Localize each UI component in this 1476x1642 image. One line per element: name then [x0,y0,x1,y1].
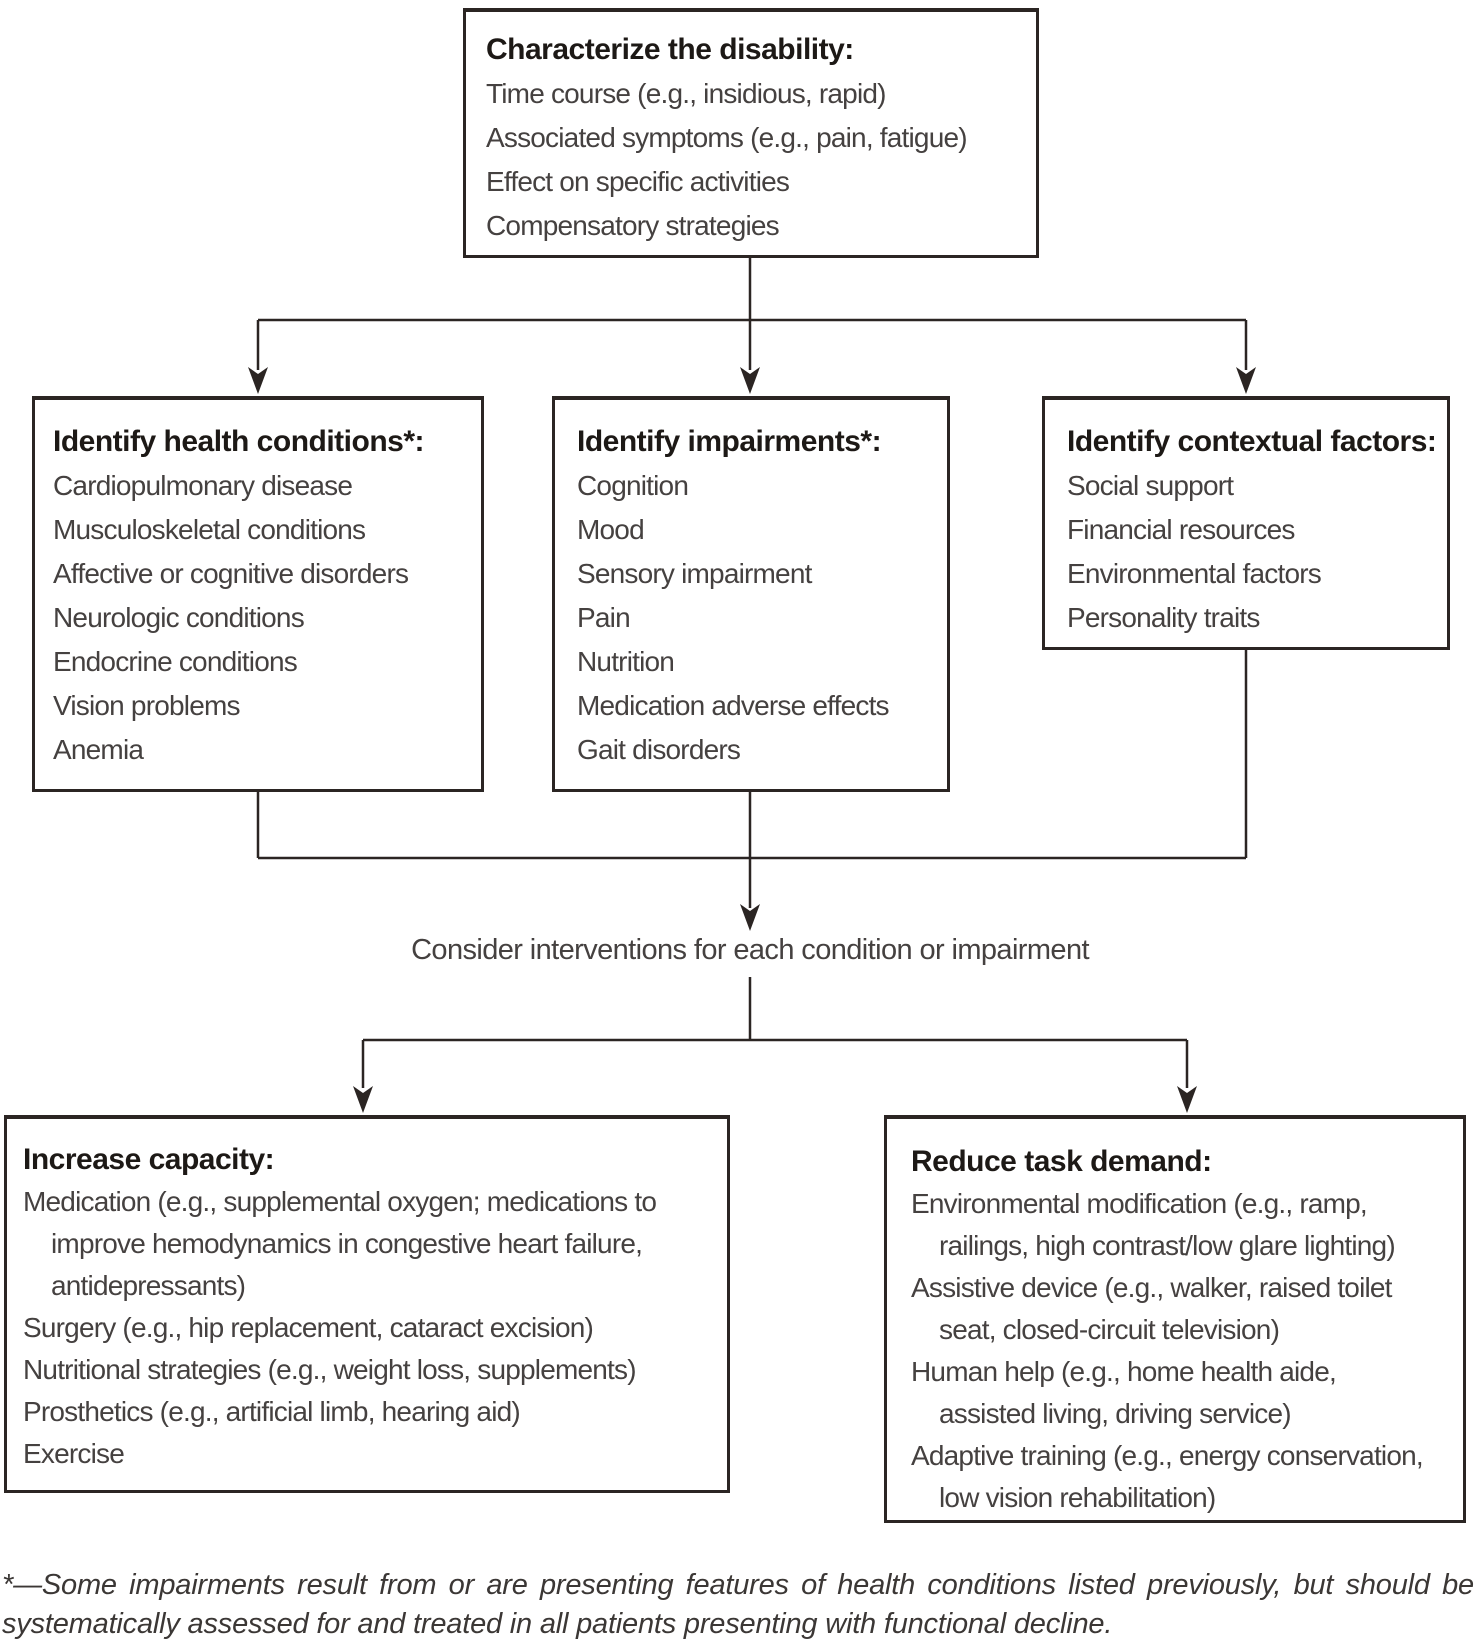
list-item: Musculoskeletal conditions [53,514,366,545]
list-item: Vision problems [53,690,241,721]
list-item: Mood [577,514,645,545]
list-item: Environmental modification (e.g., ramp, … [911,1188,1396,1261]
list-item: Personality traits [1067,602,1260,633]
list-item: Associated symptoms (e.g., pain, fatigue… [486,122,968,153]
list-item: Adaptive training (e.g., energy conserva… [911,1440,1424,1513]
reduce-task-demand-box: Reduce task demand: Environmental modifi… [884,1115,1466,1523]
box-title: Characterize the disability: [486,33,854,66]
list-item: Effect on specific activities [486,166,790,197]
list-item: Compensatory strategies [486,210,780,241]
list-item: Financial resources [1067,514,1295,545]
list-item: Cardiopulmonary disease [53,470,353,501]
list-item: Environmental factors [1067,558,1322,589]
list-item: Prosthetics (e.g., artificial limb, hear… [23,1396,521,1427]
box-title: Increase capacity: [23,1143,275,1176]
box-title: Reduce task demand: [911,1145,1212,1178]
contextual-factors-box: Identify contextual factors: Social supp… [1042,396,1450,650]
box-title: Identify health conditions*: [53,425,425,458]
list-item: Medication (e.g., supplemental oxygen; m… [23,1186,657,1301]
characterize-disability-box: Characterize the disability: Time course… [463,8,1039,258]
list-item: Endocrine conditions [53,646,298,677]
increase-capacity-box: Increase capacity: Medication (e.g., sup… [4,1115,730,1493]
arrow-to-impairments [740,367,760,394]
list-item: Surgery (e.g., hip replacement, cataract… [23,1312,594,1343]
box-title: Identify contextual factors: [1067,425,1437,458]
list-item: Anemia [53,734,144,765]
list-item: Medication adverse effects [577,690,890,721]
arrow-to-increase-capacity [353,1086,373,1113]
consider-interventions-label: Consider interventions for each conditio… [411,934,1089,966]
list-item: Assistive device (e.g., walker, raised t… [911,1272,1392,1345]
list-item: Nutritional strategies (e.g., weight los… [23,1354,637,1385]
arrow-to-contextual-factors [1236,367,1256,394]
list-item: Time course (e.g., insidious, rapid) [486,78,886,109]
arrow-to-reduce-task-demand [1177,1086,1197,1113]
list-item: Pain [577,602,631,633]
list-item: Nutrition [577,646,675,677]
box-title: Identify impairments*: [577,425,882,458]
list-item: Exercise [23,1438,125,1469]
health-conditions-box: Identify health conditions*: Cardiopulmo… [32,396,484,792]
impairments-box: Identify impairments*: Cognition Mood Se… [552,396,950,792]
list-item: Affective or cognitive disorders [53,558,409,589]
list-item: Sensory impairment [577,558,812,589]
list-item: Social support [1067,470,1234,501]
list-item: Gait disorders [577,734,741,765]
list-item: Cognition [577,470,689,501]
arrow-to-consider-label [740,904,760,931]
list-item: Human help (e.g., home health aide, assi… [911,1356,1337,1429]
arrow-to-health-conditions [248,367,268,394]
list-item: Neurologic conditions [53,602,305,633]
footnote: *—Some impairments result from or are pr… [2,1569,1474,1640]
